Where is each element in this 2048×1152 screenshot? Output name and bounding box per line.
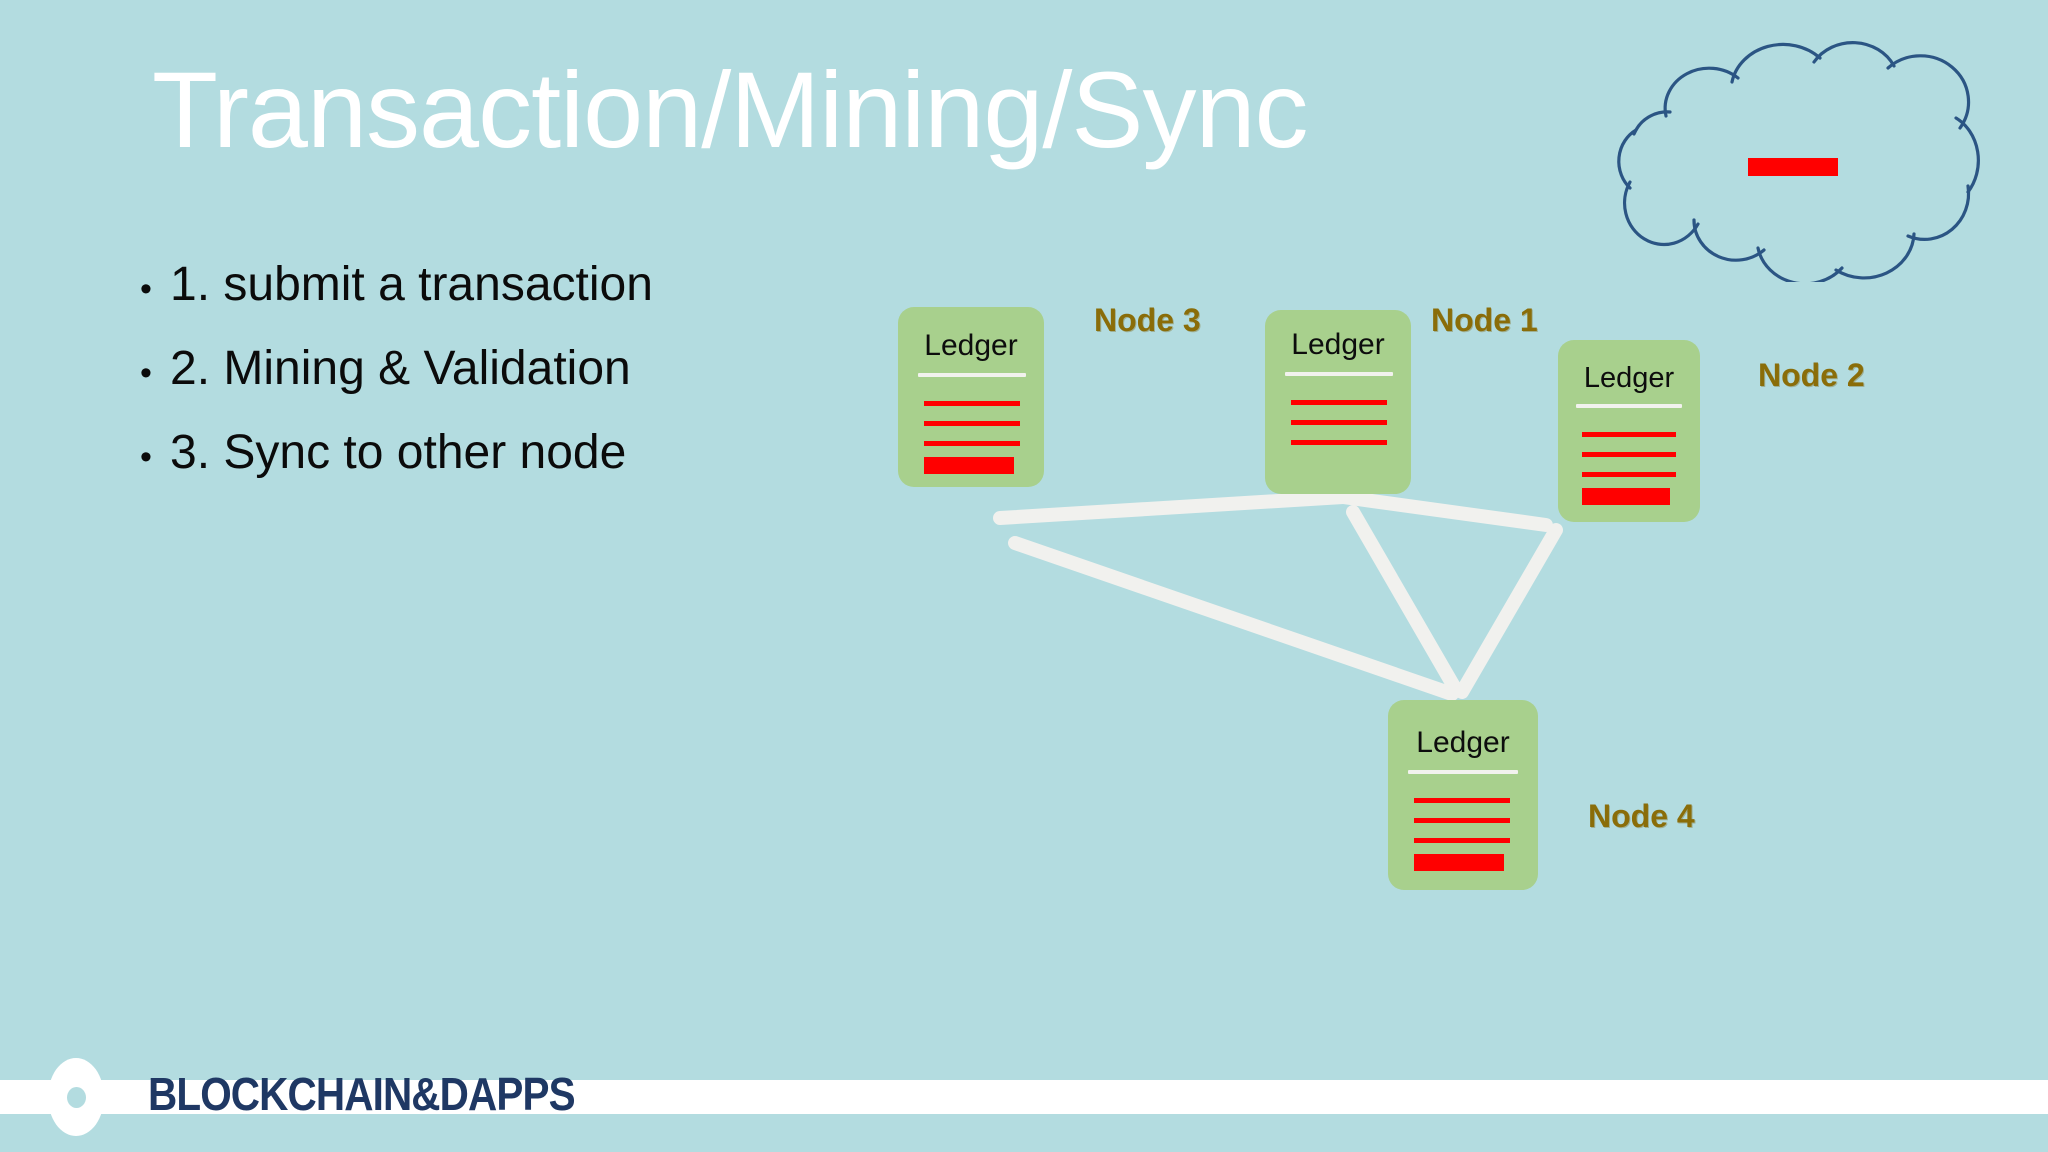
ledger-entry — [1291, 440, 1387, 445]
ledger-entry — [1414, 818, 1510, 823]
ledger-entry — [924, 421, 1020, 426]
connector-node2-node4 — [1455, 523, 1563, 699]
footer: BLOCKCHAIN&DAPPS — [0, 1044, 2048, 1152]
ledger-card-title: Ledger — [1416, 726, 1510, 759]
connector-node1-node4 — [1346, 505, 1463, 697]
bullet-text: 1. submit a transaction — [170, 258, 653, 311]
ledger-title-rule — [1576, 404, 1682, 408]
list-item: • 2. Mining & Validation — [140, 342, 900, 396]
bullet-list: • 1. submit a transaction • 2. Mining & … — [140, 258, 900, 509]
ledger-entry — [1582, 432, 1676, 437]
ledger-entry — [924, 441, 1020, 446]
ledger-card-node-3[interactable]: Ledger — [898, 307, 1044, 487]
ledger-entry — [1291, 420, 1387, 425]
node-label-node-4: Node 4 — [1588, 798, 1695, 834]
connector-node1-node3 — [993, 490, 1350, 525]
ledger-card-title: Ledger — [1583, 362, 1675, 394]
brand-wordmark: BLOCKCHAIN&DAPPS — [148, 1068, 576, 1120]
ledger-title-rule — [1285, 372, 1393, 376]
bullet-text: 2. Mining & Validation — [170, 341, 631, 395]
ledger-entry — [1582, 452, 1676, 457]
list-item: • 1. submit a transaction — [140, 258, 900, 312]
list-item: • 3. Sync to other node — [140, 426, 900, 480]
ledger-card-title: Ledger — [924, 329, 1018, 362]
footer-bar — [0, 1080, 2048, 1114]
ledger-pending-block — [924, 457, 1014, 474]
ledger-entry — [1414, 838, 1510, 843]
ledger-pending-block — [1414, 854, 1504, 871]
node-label-node-1: Node 1 — [1431, 302, 1538, 338]
ledger-title-rule — [1408, 770, 1518, 774]
bullet-text: 3. Sync to other node — [170, 425, 627, 479]
page-title: Transaction/Mining/Sync — [152, 49, 1309, 170]
connector-node3-node4 — [1008, 536, 1459, 701]
ledger-entry — [1582, 472, 1676, 477]
ledger-card-title: Ledger — [1291, 328, 1385, 361]
cloud-block-bar — [1748, 158, 1838, 176]
cloud-icon — [1617, 41, 1980, 286]
ledger-entry — [1414, 798, 1510, 803]
connector-node1-node2 — [1336, 490, 1553, 532]
ledger-entry — [1291, 400, 1387, 405]
ledger-card-node-1[interactable]: Ledger — [1265, 310, 1411, 494]
ledger-title-rule — [918, 373, 1026, 377]
node-label-node-3: Node 3 — [1094, 302, 1201, 338]
ledger-card-node-4[interactable]: Ledger — [1388, 700, 1538, 890]
brand-donut-icon — [48, 1058, 104, 1136]
node-label-node-2: Node 2 — [1758, 357, 1865, 393]
bullet-marker-icon: • — [140, 270, 152, 308]
ledger-entry — [924, 401, 1020, 406]
bullet-marker-icon: • — [140, 353, 152, 392]
ledger-card-node-2[interactable]: Ledger — [1558, 340, 1700, 522]
ledger-pending-block — [1582, 488, 1670, 505]
bullet-marker-icon: • — [140, 437, 152, 476]
network-cloud — [1608, 20, 1998, 287]
